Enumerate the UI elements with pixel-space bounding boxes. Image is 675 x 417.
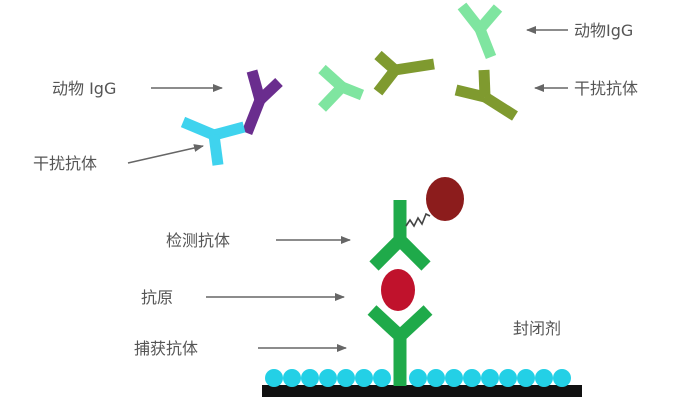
capture-antibody <box>367 305 433 386</box>
light-green-antibody-top-right <box>457 2 503 60</box>
label-animal-igg-top-right: 动物IgG <box>574 21 633 40</box>
olive-green-antibody-middle <box>373 50 435 96</box>
label-animal-igg-left: 动物 IgG <box>52 79 116 98</box>
label-detection-antibody: 检测抗体 <box>166 231 230 250</box>
detection-antibody <box>369 200 431 271</box>
animal-igg-purple-antibody <box>241 69 283 136</box>
enzyme-linker <box>405 212 431 228</box>
label-antigen: 抗原 <box>141 288 173 307</box>
label-blocking-agent: 封闭剂 <box>513 319 561 338</box>
light-green-antibody-middle <box>318 64 365 112</box>
enzyme-label <box>426 177 464 221</box>
arrow-interfering-antibody-left <box>127 144 204 164</box>
label-capture-antibody: 捕获抗体 <box>134 339 198 358</box>
olive-green-antibody-right <box>454 69 518 121</box>
label-interfering-antibody-right: 干扰抗体 <box>574 79 638 98</box>
blocking-agent-beads <box>265 369 571 387</box>
antigen <box>381 269 415 311</box>
microplate-surface <box>262 385 582 397</box>
interfering-antibody-cyan <box>180 116 246 166</box>
label-interfering-antibody-left: 干扰抗体 <box>33 154 97 173</box>
